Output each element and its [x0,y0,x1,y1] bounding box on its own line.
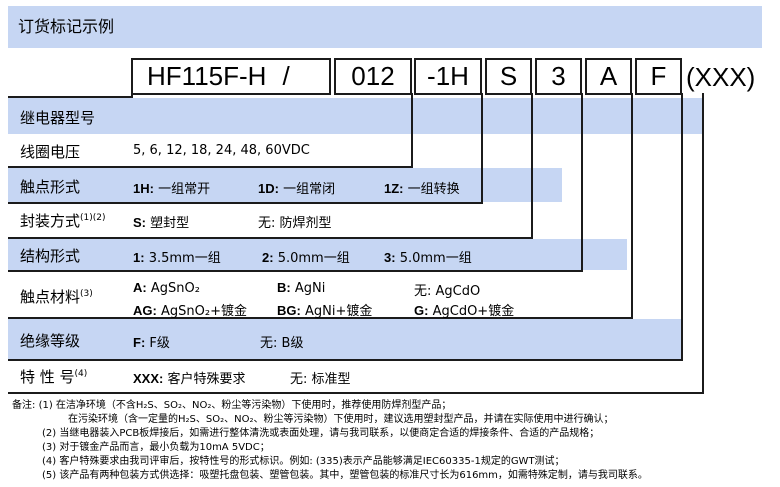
seal-option-none: 无: 防焊剂型 [258,216,332,231]
section-header: 订货标记示例 [8,6,762,48]
code-model: HF115F-H [147,61,267,91]
material-option-b: B: AgNi [277,280,326,296]
divider [8,359,683,361]
divider [8,270,583,272]
note-1b: 在污染环境（含一定量的H₂S、SO₂、NO₂、粉尘等污染物）下使用时，建议选用塑… [68,414,614,425]
special-option-xxx: XXX: 客户特殊要求 [133,371,246,387]
code-structure: 3 [551,61,566,91]
divider [481,93,483,204]
structure-option-2: 2: 5.0mm一组 [262,250,350,266]
divider [8,392,704,394]
insulation-option-none: 无: B级 [260,336,304,351]
divider [8,317,633,319]
row-label-contact-form: 触点形式 [20,178,81,196]
code-insulation: F [650,61,667,91]
band-insulation [8,319,682,359]
row-label-model: 继电器型号 [20,109,96,127]
code-contact-box: -1H [414,58,482,95]
code-material-box: A [585,58,632,95]
band-structure [8,239,627,270]
seal-option-s: S: 塑封型 [133,215,190,231]
special-option-none: 无: 标准型 [290,372,351,387]
divider [531,93,533,239]
note-4: (4) 客户特殊要求由我司评审后，按特性号的形式标识。例如: (335)表示产品… [42,456,565,467]
band-contact-form [8,168,562,202]
structure-option-3: 3: 5.0mm一组 [384,250,472,266]
row-label-insulation: 绝缘等级 [20,332,81,350]
row-label-special: 特 性 号(4) [20,368,88,386]
code-model-box: HF115F-H / [131,58,331,95]
code-insulation-box: F [635,58,682,95]
row-label-material: 触点材料(3) [20,288,93,306]
material-option-bg: BG: AgNi+镀金 [277,303,373,319]
contact-option-1h: 1H: 一组常开 [133,181,211,197]
divider [631,93,633,319]
divider [8,237,533,239]
note-3: (3) 对于镀金产品而言，最小负载为10mA 5VDC； [42,442,270,453]
divider [8,166,413,168]
note-1a: 备注: (1) 在洁净环境（不含H₂S、SO₂、NO₂、粉尘等污染物）下使用时，… [12,400,452,411]
code-slash: / [282,61,290,91]
section-title: 订货标记示例 [18,17,115,36]
material-option-a: A: AgSnO₂ [133,280,200,296]
material-option-g: G: AgCdO+镀金 [414,303,515,319]
code-structure-box: 3 [535,58,582,95]
code-special: (XXX) [686,62,756,92]
note-2: (2) 当继电器装入PCB板焊接后，如需进行整体清洗或表面处理，请与我司联系，以… [42,428,600,439]
divider [8,202,483,204]
insulation-option-f: F: F级 [133,335,170,351]
note-5: (5) 该产品有两种包装方式供选择：吸塑托盘包装、塑管包装。其中，塑管包装的标准… [42,470,648,481]
divider [581,93,583,272]
code-seal: S [499,61,518,91]
band-model [8,98,702,134]
divider [702,93,704,394]
code-voltage: 012 [351,61,395,91]
divider [411,93,413,168]
divider [681,93,683,361]
contact-option-1d: 1D: 一组常闭 [258,181,336,197]
row-label-seal: 封装方式(1)(2) [20,212,106,230]
material-option-ag: AG: AgSnO₂+镀金 [133,303,247,319]
code-voltage-box: 012 [334,58,412,95]
code-seal-box: S [485,58,532,95]
code-contact: -1H [427,61,469,91]
row-label-coil: 线圈电压 [20,143,81,161]
code-material: A [599,61,618,91]
structure-option-1: 1: 3.5mm一组 [133,250,221,266]
divider [8,96,133,98]
contact-option-1z: 1Z: 一组转换 [384,181,460,197]
material-option-none: 无: AgCdO [414,284,481,299]
coil-voltage-values: 5, 6, 12, 18, 24, 48, 60VDC [133,143,310,158]
row-label-structure: 结构形式 [20,247,81,265]
